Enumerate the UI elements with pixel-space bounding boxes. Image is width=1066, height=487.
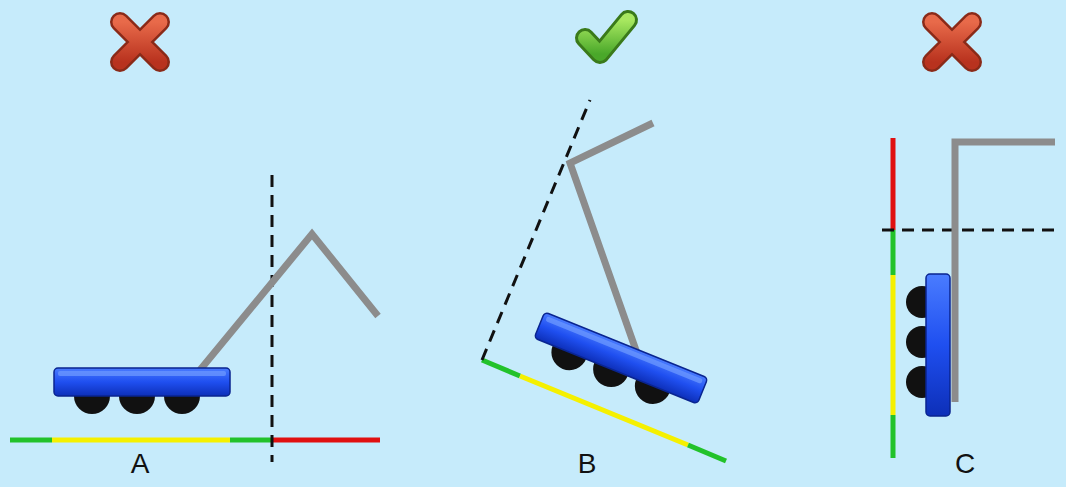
panel-c <box>882 138 1062 458</box>
correct-mark <box>585 20 628 54</box>
panel-letter: B <box>578 450 597 478</box>
panel-letter: C <box>955 450 975 478</box>
panel-b <box>482 100 726 461</box>
panel-a <box>10 175 380 462</box>
wrong-mark <box>932 22 972 62</box>
panel-letter: A <box>131 450 150 478</box>
wrong-mark <box>120 22 160 62</box>
